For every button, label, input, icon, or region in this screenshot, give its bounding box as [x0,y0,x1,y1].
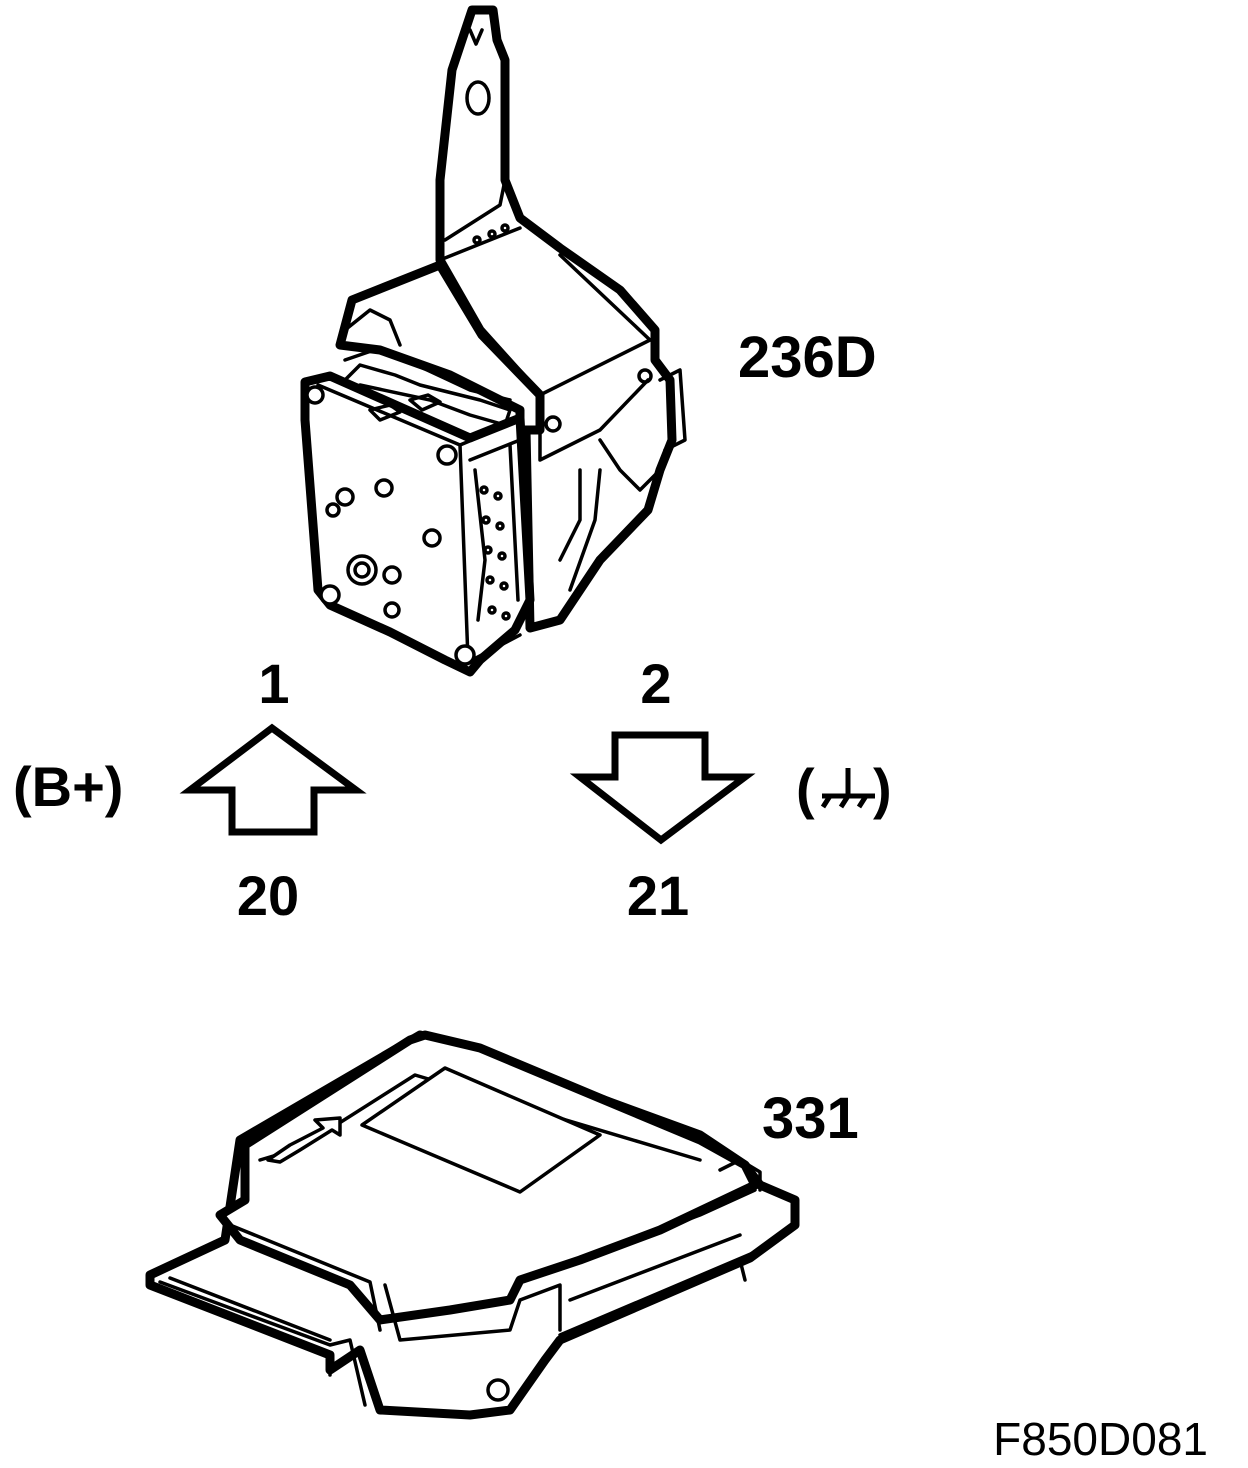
supply-arrow-up-icon [179,723,367,836]
terminal-number-21: 21 [627,864,689,927]
ground-signal-close-paren: ) [873,757,892,820]
ground-symbol-icon [820,768,875,809]
component-code-236d: 236D [738,325,877,390]
supply-signal-label: (B+) [13,755,123,818]
control-module-illustration [145,1030,800,1420]
component-code-331: 331 [762,1086,859,1151]
ground-arrow-down-icon [569,731,756,845]
pin-number-1: 1 [258,652,289,715]
steering-column-unit-illustration [300,5,687,677]
ground-signal-open-paren: ( [796,757,815,820]
figure-reference: F850D081 [993,1413,1208,1465]
terminal-number-20: 20 [237,864,299,927]
pin-number-2: 2 [640,652,671,715]
